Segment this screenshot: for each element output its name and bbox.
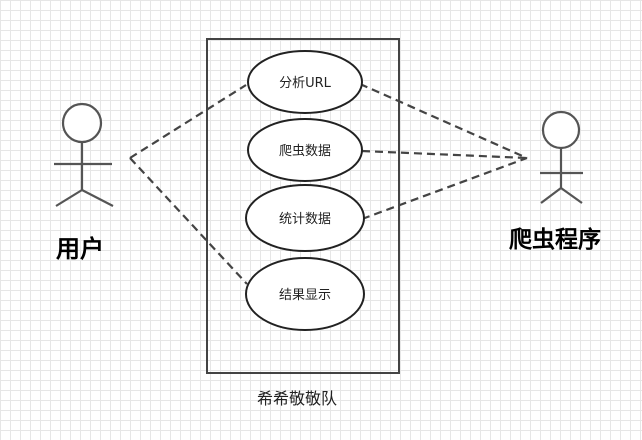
use-case-label: 爬虫数据 [279, 144, 331, 159]
use-case-crawl-data: 爬虫数据 [247, 118, 363, 182]
assoc-crawler-stat-data [361, 156, 528, 221]
actor-crawler-label: 爬虫程序 [509, 226, 601, 253]
use-case-analyze-url: 分析URL [247, 50, 363, 114]
assoc-crawler-analyze-url [359, 82, 528, 160]
actor-user-icon [54, 102, 114, 207]
use-case-label: 分析URL [279, 76, 332, 91]
actor-crawler-icon [540, 110, 583, 204]
use-case-stat-data: 统计数据 [245, 184, 365, 252]
use-case-show-result: 结果显示 [245, 257, 365, 331]
use-case-label: 结果显示 [279, 288, 331, 303]
assoc-user-show-result [129, 157, 248, 285]
use-case-label: 统计数据 [279, 212, 331, 227]
system-boundary-label: 希希敬敬队 [257, 389, 337, 408]
actor-user-label: 用户 [56, 235, 104, 263]
assoc-user-analyze-url [129, 84, 247, 159]
assoc-crawler-crawl-data [361, 149, 528, 160]
